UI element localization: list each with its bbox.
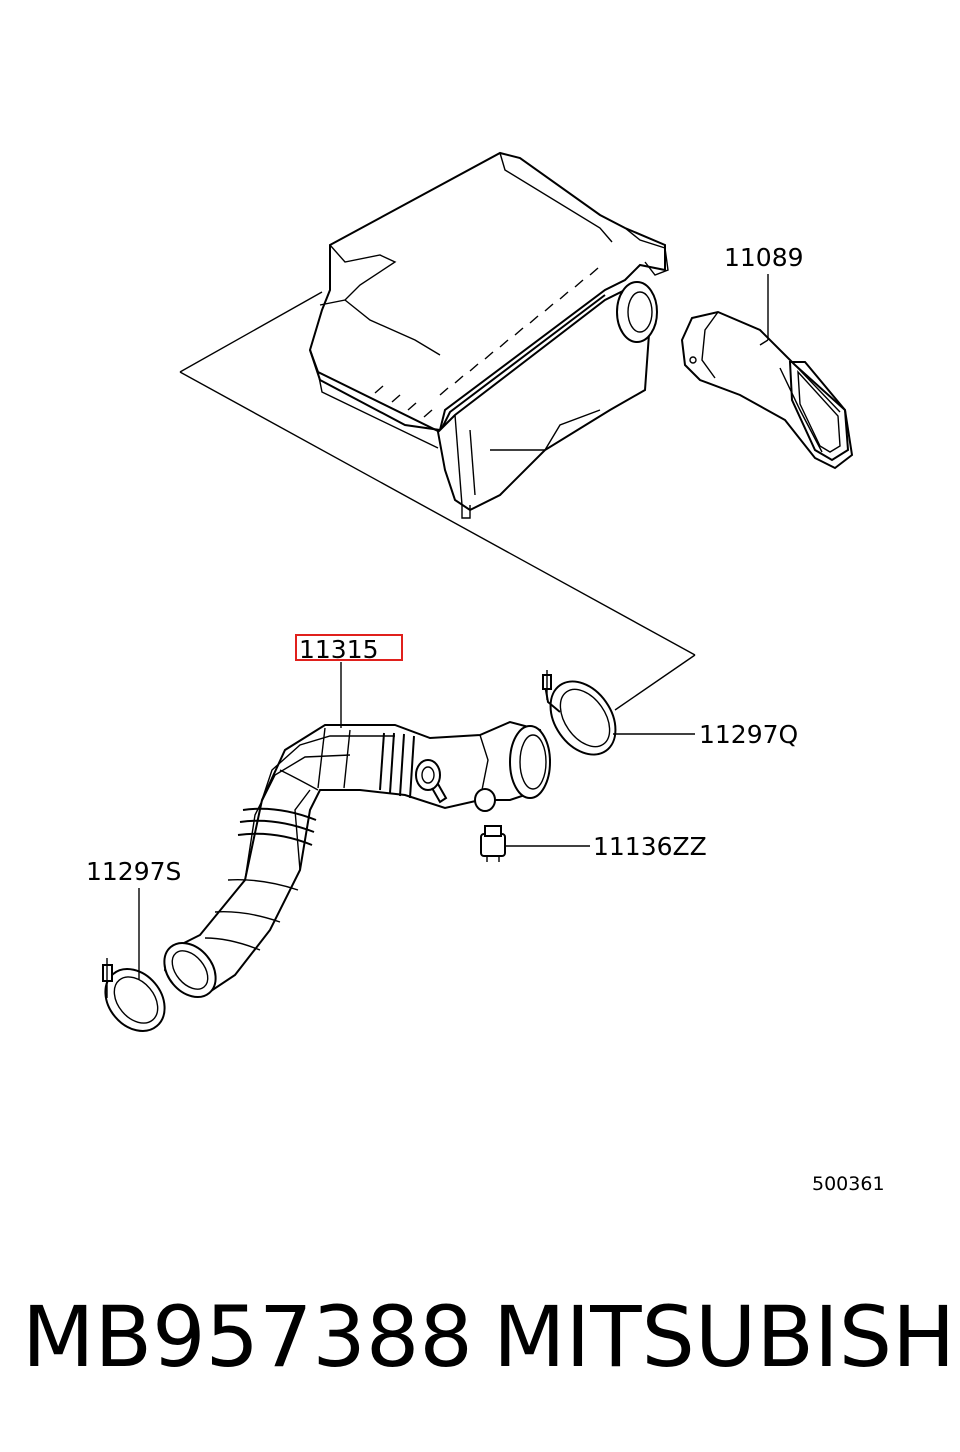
intake-hose-11315: [163, 720, 552, 998]
highlight-box: [295, 634, 403, 661]
label-11315[interactable]: 11315: [299, 635, 379, 664]
air-cleaner-box: [308, 151, 669, 519]
intake-duct-11089: [680, 310, 854, 470]
label-11136zz: 11136ZZ: [593, 832, 707, 861]
brand-name: MITSUBISHI: [493, 1288, 960, 1386]
clamp-11297q: [542, 670, 617, 756]
diagram-ref-number: 500361: [812, 1173, 885, 1195]
clamp-11297s: [102, 958, 166, 1032]
label-11297s: 11297S: [86, 857, 181, 886]
assembly-callout-lines: [179, 291, 696, 711]
sensor-11136zz: [480, 825, 506, 862]
label-11089: 11089: [724, 243, 804, 272]
label-11297q: 11297Q: [699, 720, 798, 749]
part-number: MB957388: [22, 1288, 473, 1386]
